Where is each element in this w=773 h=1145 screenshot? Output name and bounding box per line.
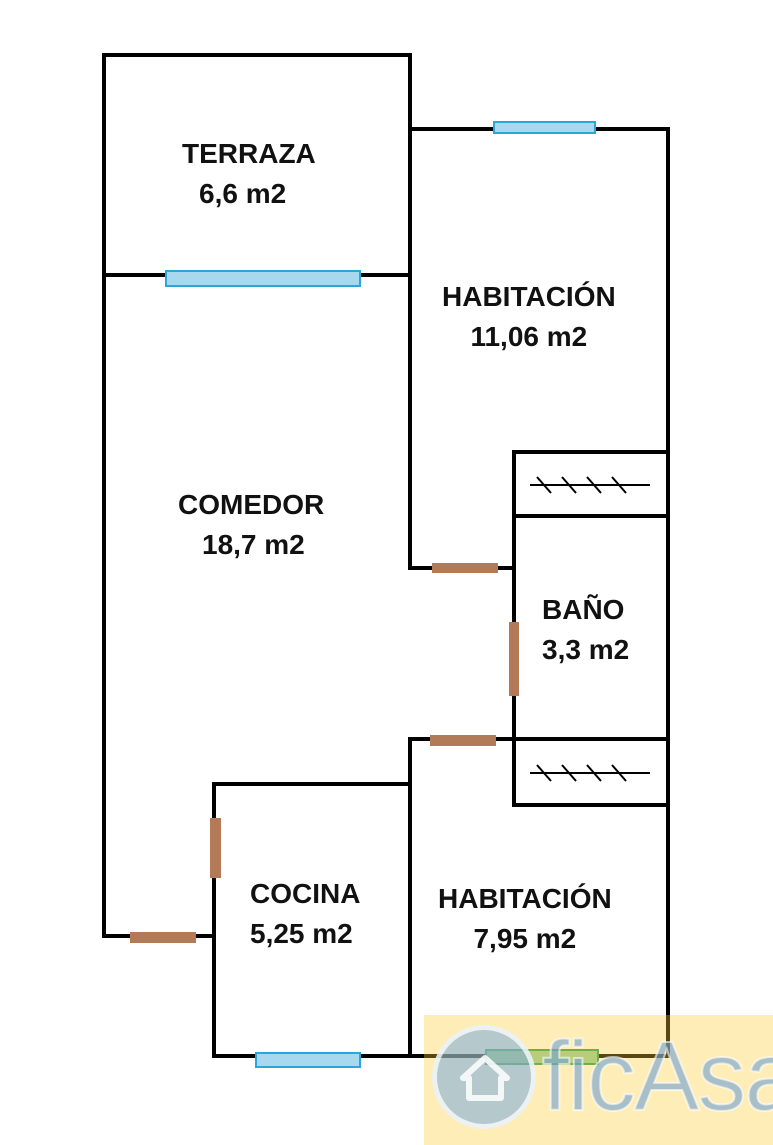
room-habitacion-1-area: 11,06 m2 [470, 321, 588, 352]
window-terraza-comedor [165, 270, 361, 287]
room-terraza-name: TERRAZA [182, 138, 316, 169]
room-habitacion-2-name: HABITACIÓN [438, 883, 612, 914]
room-bano-name: BAÑO [542, 594, 625, 625]
terraza-walls [102, 53, 412, 277]
room-habitacion-2: HABITACIÓN 7,95 m2 [438, 879, 612, 959]
room-cocina-name: COCINA [250, 878, 361, 909]
closet-upper [512, 450, 670, 518]
house-logo-icon [432, 1025, 536, 1129]
door-bano [509, 622, 519, 696]
room-cocina-area: 5,25 m2 [250, 918, 353, 949]
door-habitacion-2 [430, 735, 496, 746]
door-habitacion-1 [432, 563, 498, 573]
room-comedor: COMEDOR 18,7 m2 [178, 485, 324, 565]
room-bano: BAÑO 3,3 m2 [542, 590, 629, 670]
room-habitacion-1: HABITACIÓN 11,06 m2 [442, 277, 616, 357]
closet-lower [512, 737, 670, 807]
room-bano-area: 3,3 m2 [542, 634, 630, 665]
room-terraza: TERRAZA 6,6 m2 [182, 134, 316, 214]
watermark-logo: ficAsa [424, 1015, 773, 1145]
door-entrance [130, 932, 196, 943]
room-terraza-area: 6,6 m2 [199, 178, 287, 209]
room-comedor-name: COMEDOR [178, 489, 325, 520]
door-cocina [210, 818, 221, 878]
watermark-text: ficAsa [541, 1020, 773, 1132]
window-habitacion-1 [493, 121, 596, 134]
window-cocina [255, 1052, 361, 1068]
room-habitacion-1-name: HABITACIÓN [442, 281, 616, 312]
room-comedor-area: 18,7 m2 [202, 529, 305, 560]
room-habitacion-2-area: 7,95 m2 [473, 923, 577, 954]
room-cocina: COCINA 5,25 m2 [250, 874, 360, 954]
